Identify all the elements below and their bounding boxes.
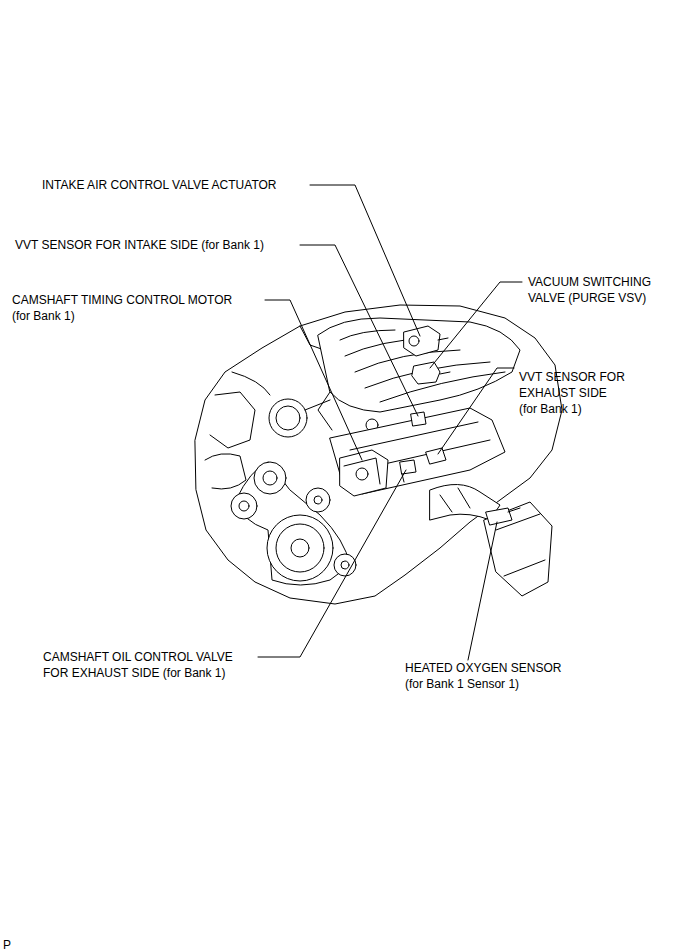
- leader-lines: [265, 300, 362, 460]
- intake-air-control-valve-actuator: [404, 326, 440, 356]
- leader-lines: [430, 282, 522, 368]
- part-label: CAMSHAFT OIL CONTROL VALVE FOR EXHAUST S…: [43, 649, 233, 681]
- pulleys-and-belt: [291, 539, 309, 557]
- purge-vsv: [412, 362, 440, 384]
- intake-manifold: [318, 318, 520, 412]
- pulleys-and-belt: [239, 501, 249, 511]
- part-label: P: [3, 937, 11, 952]
- intake-manifold: [340, 330, 395, 340]
- throttle-body: [269, 399, 330, 437]
- vvt-sensor-intake: [411, 412, 426, 426]
- pulleys-and-belt: [254, 462, 286, 494]
- pulleys-and-belt: [306, 488, 330, 512]
- pulleys-and-belt: [341, 561, 349, 569]
- intake-manifold: [318, 392, 332, 430]
- pulleys-and-belt: [314, 496, 322, 504]
- purge-vsv: [440, 372, 450, 374]
- camshaft-oil-control-valve: [400, 460, 416, 482]
- camshaft-timing-control-motor: [344, 458, 380, 484]
- intake-manifold: [365, 362, 490, 388]
- engine-body: [195, 305, 562, 604]
- camshaft-timing-control-motor: [340, 450, 388, 496]
- camshaft-timing-control-motor: [356, 468, 368, 480]
- oxygen-sensor: [508, 508, 520, 512]
- vvt-sensor-intake: [411, 412, 426, 426]
- leader-lines: [438, 368, 514, 454]
- pulleys-and-belt: [236, 462, 350, 585]
- leader-lines: [258, 185, 522, 660]
- catalytic-converter: [484, 502, 552, 596]
- pulleys-and-belt: [263, 471, 277, 485]
- intake-air-control-valve-actuator: [438, 338, 448, 340]
- exhaust-manifold: [440, 495, 452, 512]
- part-label: VVT SENSOR FOR EXHAUST SIDE (for Bank 1): [519, 369, 625, 417]
- oxygen-sensor: [486, 508, 512, 525]
- catalytic-converter: [504, 560, 545, 576]
- vvt-sensor-exhaust: [426, 448, 446, 464]
- throttle-body: [305, 400, 330, 410]
- part-label: CAMSHAFT TIMING CONTROL MOTOR (for Bank …: [12, 292, 232, 324]
- oxygen-sensor: [486, 508, 520, 525]
- intake-manifold: [318, 318, 520, 431]
- purge-vsv: [412, 362, 450, 384]
- leader-lines: [310, 185, 420, 336]
- engine-body: [232, 372, 270, 395]
- camshaft-timing-control-motor: [340, 450, 388, 496]
- throttle-body: [276, 406, 300, 430]
- leader-lines: [300, 245, 418, 416]
- engine-body: [210, 392, 255, 448]
- pulleys-and-belt: [276, 524, 324, 572]
- part-label: HEATED OXYGEN SENSOR (for Bank 1 Sensor …: [405, 660, 561, 692]
- vvt-sensor-exhaust: [426, 448, 446, 464]
- pulleys-and-belt: [231, 462, 356, 585]
- camshaft-oil-control-valve: [400, 460, 416, 474]
- intake-air-control-valve-actuator: [409, 336, 419, 346]
- catalytic-converter: [484, 502, 552, 596]
- exhaust-manifold: [458, 488, 470, 508]
- intake-air-control-valve-actuator: [404, 326, 448, 356]
- part-label: VVT SENSOR FOR INTAKE SIDE (for Bank 1): [15, 237, 264, 253]
- leader-lines: [258, 470, 406, 657]
- leader-lines: [468, 522, 497, 660]
- throttle-body: [269, 399, 307, 437]
- pulleys-and-belt: [231, 493, 257, 519]
- engine-body: [205, 454, 246, 489]
- part-label: INTAKE AIR CONTROL VALVE ACTUATOR: [42, 177, 277, 193]
- intake-manifold: [355, 350, 460, 372]
- engine-body: [195, 305, 562, 604]
- part-label: VACUUM SWITCHING VALVE (PURGE VSV): [528, 274, 651, 306]
- pulleys-and-belt: [267, 515, 333, 581]
